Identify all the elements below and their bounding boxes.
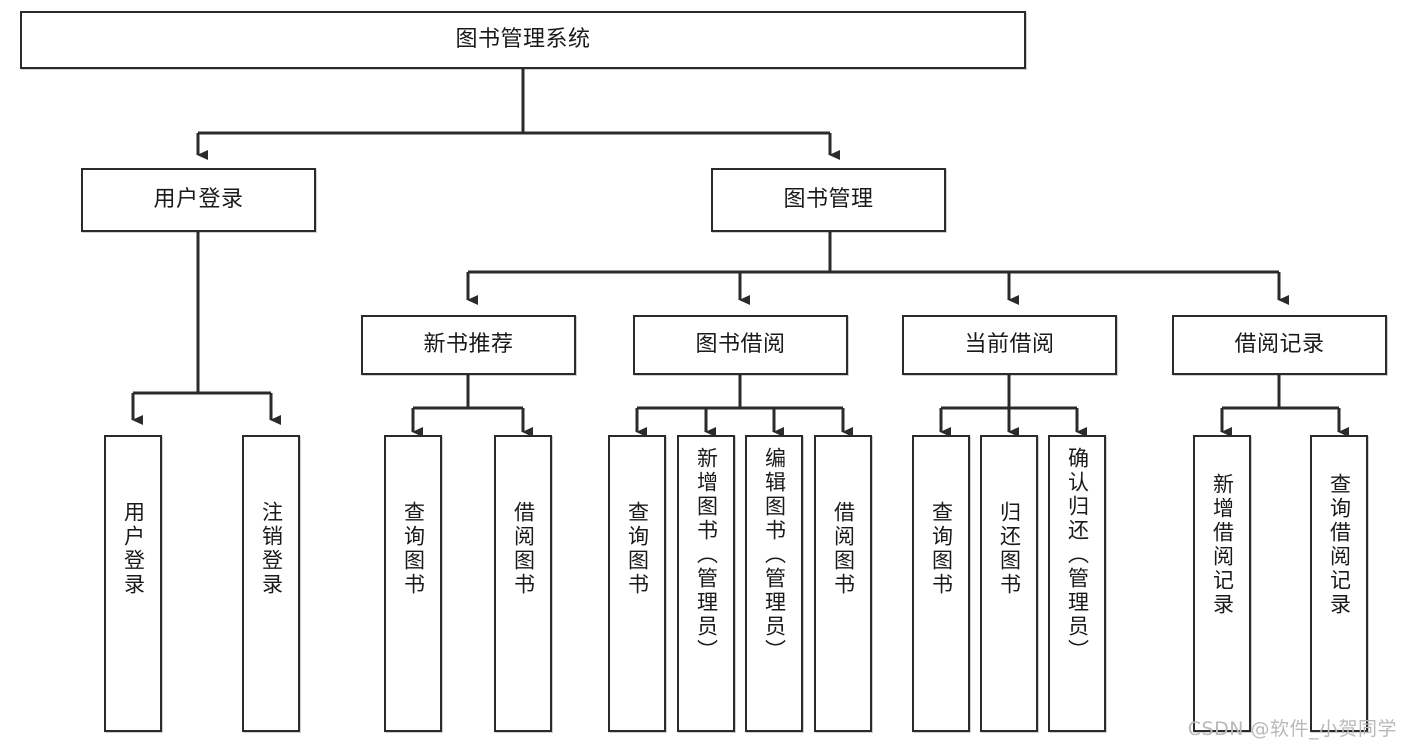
node-borrow-record[interactable]: 借阅记录 bbox=[1172, 315, 1387, 375]
leaf-current-query-book[interactable]: 查询图书 bbox=[912, 435, 970, 732]
leaf-current-return-book[interactable]: 归还图书 bbox=[980, 435, 1038, 732]
leaf-borrow-edit-book-admin[interactable]: 编辑图书（管理员） bbox=[745, 435, 803, 732]
node-label: 确认归还（管理员） bbox=[1065, 447, 1090, 663]
leaf-record-query-record[interactable]: 查询借阅记录 bbox=[1310, 435, 1368, 732]
node-label: 查询借阅记录 bbox=[1327, 473, 1352, 617]
node-label: 用户登录 bbox=[153, 187, 244, 213]
node-label: 注销登录 bbox=[259, 501, 284, 597]
watermark-text: CSDN @软件_小贺同学 bbox=[1187, 718, 1397, 740]
node-user-login[interactable]: 用户登录 bbox=[81, 168, 316, 232]
node-root-system[interactable]: 图书管理系统 bbox=[20, 11, 1026, 69]
leaf-record-add-record[interactable]: 新增借阅记录 bbox=[1193, 435, 1251, 732]
leaf-recommend-borrow-book[interactable]: 借阅图书 bbox=[494, 435, 552, 732]
node-label: 借阅图书 bbox=[511, 501, 536, 597]
leaf-recommend-query-book[interactable]: 查询图书 bbox=[384, 435, 442, 732]
node-label: 当前借阅 bbox=[964, 332, 1055, 358]
node-book-borrow[interactable]: 图书借阅 bbox=[633, 315, 848, 375]
node-new-book-recommend[interactable]: 新书推荐 bbox=[361, 315, 576, 375]
leaf-current-confirm-return-admin[interactable]: 确认归还（管理员） bbox=[1048, 435, 1106, 732]
node-label: 图书管理系统 bbox=[455, 27, 591, 53]
leaf-user-login-signout[interactable]: 注销登录 bbox=[242, 435, 300, 732]
leaf-borrow-query-book[interactable]: 查询图书 bbox=[608, 435, 666, 732]
node-label: 新增借阅记录 bbox=[1210, 473, 1235, 617]
node-label: 归还图书 bbox=[997, 501, 1022, 597]
node-label: 用户登录 bbox=[121, 501, 146, 597]
node-label: 查询图书 bbox=[401, 501, 426, 597]
node-label: 查询图书 bbox=[929, 501, 954, 597]
node-label: 新增图书（管理员） bbox=[694, 447, 719, 663]
leaf-user-login-signin[interactable]: 用户登录 bbox=[104, 435, 162, 732]
node-label: 借阅图书 bbox=[831, 501, 856, 597]
node-label: 图书管理 bbox=[783, 187, 874, 213]
node-label: 图书借阅 bbox=[695, 332, 786, 358]
node-current-borrow[interactable]: 当前借阅 bbox=[902, 315, 1117, 375]
leaf-borrow-add-book-admin[interactable]: 新增图书（管理员） bbox=[677, 435, 735, 732]
node-label: 查询图书 bbox=[625, 501, 650, 597]
leaf-borrow-borrow-book[interactable]: 借阅图书 bbox=[814, 435, 872, 732]
node-label: 借阅记录 bbox=[1234, 332, 1325, 358]
node-label: 新书推荐 bbox=[423, 332, 514, 358]
node-label: 编辑图书（管理员） bbox=[762, 447, 787, 663]
node-book-management[interactable]: 图书管理 bbox=[711, 168, 946, 232]
